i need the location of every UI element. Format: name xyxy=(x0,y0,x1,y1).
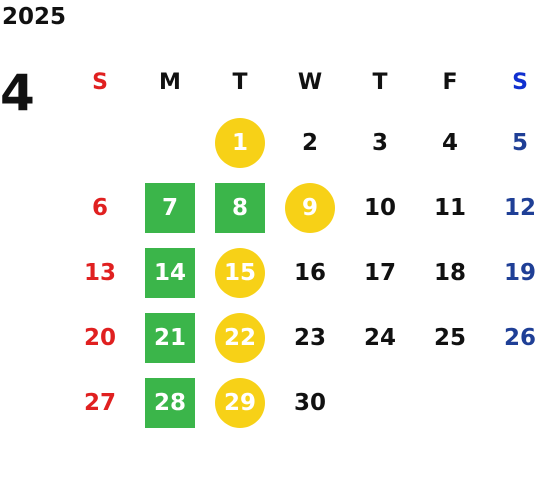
day-cell: 30 xyxy=(275,370,345,435)
day-number: 24 xyxy=(363,324,396,351)
week-row: 20 21 22 23 24 25 26 xyxy=(65,305,548,370)
day-number: 6 xyxy=(91,194,108,221)
day-cell: 23 xyxy=(275,305,345,370)
day-number: 10 xyxy=(363,194,396,221)
day-cell: 5 xyxy=(485,110,548,175)
day-cell: 4 xyxy=(415,110,485,175)
day-number xyxy=(425,378,475,428)
day-cell: 29 xyxy=(205,370,275,435)
day-cell xyxy=(135,110,205,175)
day-number: 21 xyxy=(145,312,195,363)
day-cell xyxy=(65,110,135,175)
weekday-thursday: T xyxy=(345,55,415,110)
day-number: 3 xyxy=(371,129,388,156)
day-cell: 3 xyxy=(345,110,415,175)
week-row: 13 14 15 16 17 18 19 xyxy=(65,240,548,305)
calendar-grid: S M T W T F S 1 2 3 4 5 6 7 8 9 10 11 12 xyxy=(65,55,548,435)
weekday-monday: M xyxy=(135,55,205,110)
weekday-label: S xyxy=(512,70,528,95)
day-number: 5 xyxy=(511,129,528,156)
day-number: 27 xyxy=(83,389,116,416)
weekday-header-row: S M T W T F S xyxy=(65,55,548,110)
week-row: 27 28 29 30 xyxy=(65,370,548,435)
day-cell: 1 xyxy=(205,110,275,175)
day-cell: 26 xyxy=(485,305,548,370)
day-number: 17 xyxy=(363,259,396,286)
day-number: 1 xyxy=(215,117,265,168)
day-cell: 16 xyxy=(275,240,345,305)
day-number: 12 xyxy=(503,194,536,221)
weekday-label: W xyxy=(297,70,323,95)
day-cell: 27 xyxy=(65,370,135,435)
day-cell: 7 xyxy=(135,175,205,240)
day-cell: 13 xyxy=(65,240,135,305)
day-number: 4 xyxy=(441,129,458,156)
day-cell: 17 xyxy=(345,240,415,305)
day-number: 25 xyxy=(433,324,466,351)
day-number xyxy=(145,118,195,168)
week-row: 1 2 3 4 5 xyxy=(65,110,548,175)
day-number: 28 xyxy=(145,377,195,428)
day-number xyxy=(495,378,545,428)
weekday-label: S xyxy=(92,70,108,95)
day-cell: 10 xyxy=(345,175,415,240)
day-cell: 15 xyxy=(205,240,275,305)
day-cell: 19 xyxy=(485,240,548,305)
day-number: 7 xyxy=(145,182,195,233)
day-number: 29 xyxy=(215,377,265,428)
weekday-saturday: S xyxy=(485,55,548,110)
day-number: 13 xyxy=(83,259,116,286)
day-number xyxy=(355,378,405,428)
day-number: 16 xyxy=(293,259,326,286)
day-number: 19 xyxy=(503,259,536,286)
day-number: 8 xyxy=(215,182,265,233)
month-number: 4 xyxy=(0,64,35,122)
day-number: 26 xyxy=(503,324,536,351)
weekday-label: M xyxy=(159,70,181,95)
day-cell xyxy=(415,370,485,435)
weekday-label: T xyxy=(232,70,248,95)
day-cell: 25 xyxy=(415,305,485,370)
day-number: 22 xyxy=(215,312,265,363)
week-row: 6 7 8 9 10 11 12 xyxy=(65,175,548,240)
day-cell: 11 xyxy=(415,175,485,240)
year-label: 2025 xyxy=(2,4,67,30)
day-number: 2 xyxy=(301,129,318,156)
day-cell: 21 xyxy=(135,305,205,370)
day-cell: 28 xyxy=(135,370,205,435)
day-cell: 20 xyxy=(65,305,135,370)
day-number: 18 xyxy=(433,259,466,286)
day-number: 30 xyxy=(293,389,326,416)
day-cell: 8 xyxy=(205,175,275,240)
day-cell: 18 xyxy=(415,240,485,305)
day-cell: 24 xyxy=(345,305,415,370)
day-number: 14 xyxy=(145,247,195,298)
day-cell: 6 xyxy=(65,175,135,240)
day-cell: 9 xyxy=(275,175,345,240)
weekday-friday: F xyxy=(415,55,485,110)
day-cell: 2 xyxy=(275,110,345,175)
day-number: 11 xyxy=(433,194,466,221)
day-cell xyxy=(485,370,548,435)
weekday-label: T xyxy=(372,70,388,95)
day-cell: 22 xyxy=(205,305,275,370)
day-cell: 14 xyxy=(135,240,205,305)
weekday-wednesday: W xyxy=(275,55,345,110)
day-number: 23 xyxy=(293,324,326,351)
day-number xyxy=(75,118,125,168)
day-cell: 12 xyxy=(485,175,548,240)
day-cell xyxy=(345,370,415,435)
weekday-tuesday: T xyxy=(205,55,275,110)
day-number: 20 xyxy=(83,324,116,351)
day-number: 15 xyxy=(215,247,265,298)
weekday-label: F xyxy=(442,70,458,95)
weekday-sunday: S xyxy=(65,55,135,110)
day-number: 9 xyxy=(285,182,335,233)
